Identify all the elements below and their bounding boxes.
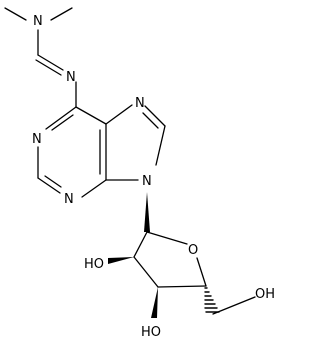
bond-c2-n3-inner [44,175,62,188]
bond-ch-n-double-b [35,59,62,76]
bond-layer [4,7,256,318]
bond-c6-n1-inner [51,114,74,131]
bond-o4-c4 [196,257,207,287]
wedge-glycosidic [144,192,150,232]
bond-c5-n7 [105,104,133,125]
label-oh-2: HO [84,257,104,272]
bond-methyl-right [50,7,73,21]
label-oh-3: HO [141,325,161,340]
label-n-ring-9: N [142,174,152,189]
bond-c5-c6 [75,106,107,125]
label-n-dimethyl: N [33,14,43,29]
wedge-c3-oh [151,287,158,318]
atom-label-layer: N N N N N N O HO HO OH [32,14,275,340]
bond-n7-c8 [144,105,166,127]
label-n-ring-3: N [64,192,74,207]
chemical-structure-diagram: N N N N N N O HO HO OH [4,7,275,340]
bond-c2-c1 [133,231,148,258]
label-n-ring-1: N [32,132,42,147]
bond-c6-n1 [45,106,77,130]
hash-c4-c5 [204,287,220,313]
bond-c5-oh [212,296,256,315]
label-o-ring: O [188,243,198,258]
bond-n3-c4 [81,179,107,198]
wedge-c2-oh [108,257,134,264]
label-oh-5: OH [255,287,275,302]
bond-methyl-left [4,7,27,21]
bond-c2-n3 [37,177,61,194]
bond-c8-n9 [155,125,166,166]
bond-n7-c8-inner [142,112,159,129]
label-n-ring-7: N [135,96,145,111]
bond-ch-n-double-a [37,54,64,71]
bond-c4-c3 [157,285,207,288]
bond-c3-c2 [133,256,159,288]
label-n-imine: N [66,70,76,85]
bond-c1-o4 [146,231,188,245]
